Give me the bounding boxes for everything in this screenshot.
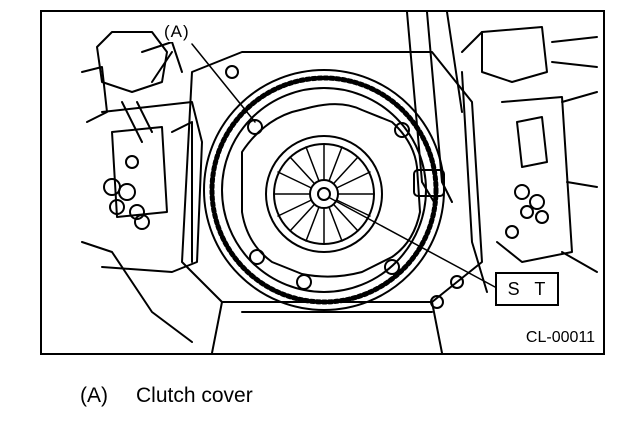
legend-key: (A) (80, 384, 108, 407)
transmission-housing (181, 51, 483, 303)
clutch-diagram-frame: (A) S T CL-00011 (40, 10, 605, 355)
lower-housing (211, 301, 443, 353)
engine-block-right (461, 26, 598, 293)
cover-bolts (225, 65, 464, 309)
engine-block-left (81, 31, 203, 343)
release-fork-lever (406, 12, 463, 203)
figure-legend: (A) Clutch cover (80, 384, 253, 408)
clutch-diagram-illustration (81, 12, 598, 353)
clutch-hub (309, 179, 339, 209)
legend-text: Clutch cover (136, 384, 253, 407)
flywheel-ring-gear (203, 69, 445, 311)
tool-st-leader (329, 197, 496, 288)
special-tool-label: S T (495, 272, 559, 306)
callout-a-leader (191, 43, 256, 123)
callout-a-label: (A) (162, 22, 192, 42)
clutch-cover-outline (241, 103, 421, 278)
figure-code: CL-00011 (523, 329, 597, 347)
